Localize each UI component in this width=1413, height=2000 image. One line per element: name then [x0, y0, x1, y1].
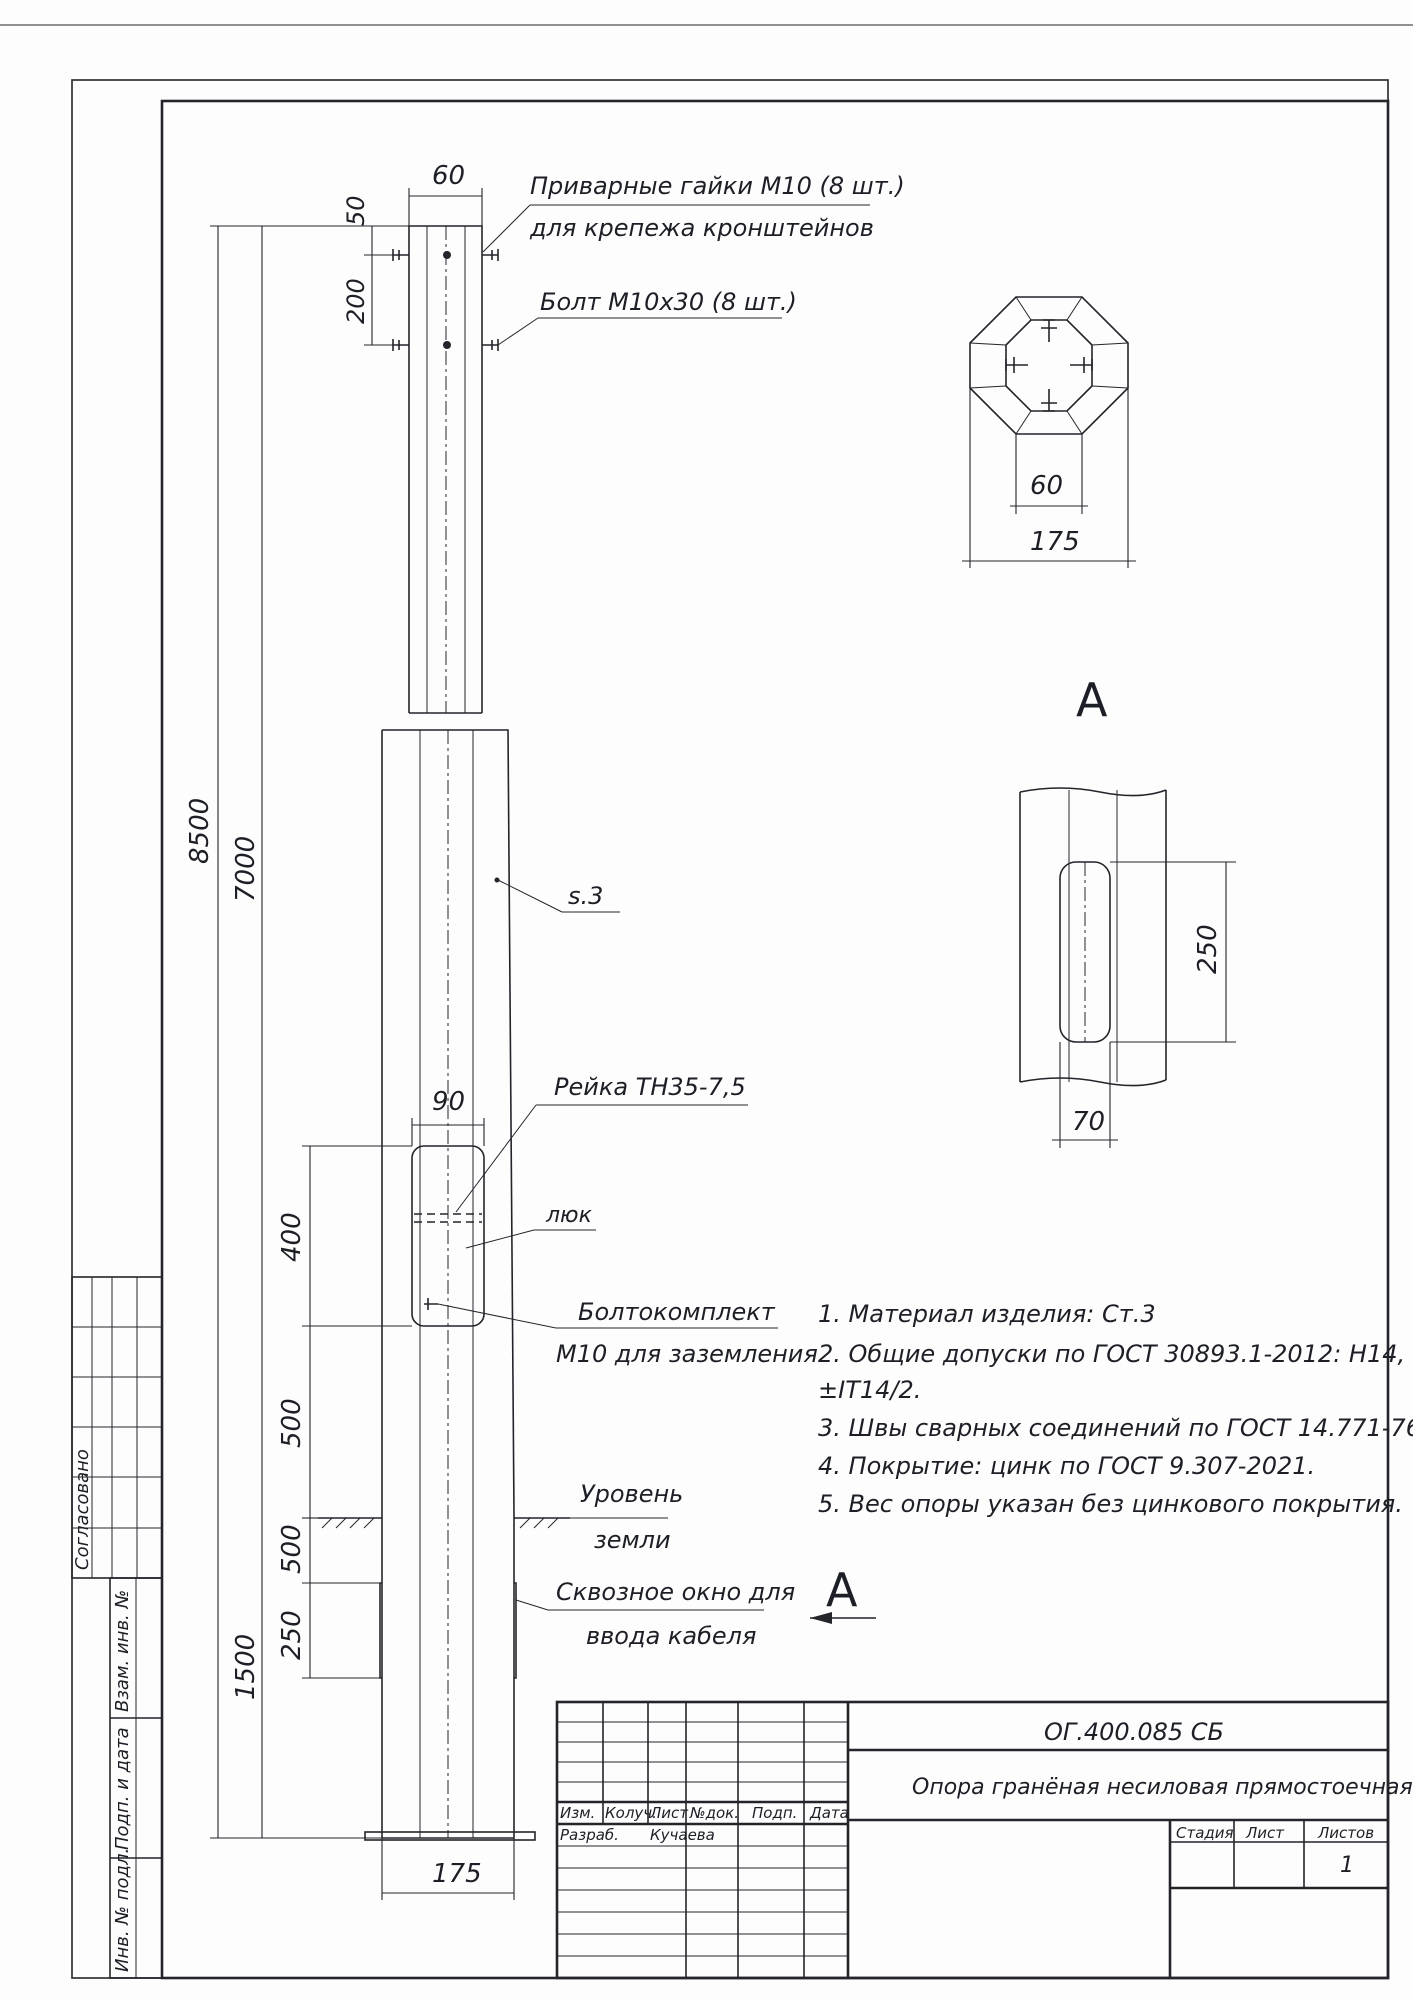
- title-block: ОГ.400.085 СБ Опора гранёная несиловая п…: [555, 1700, 1413, 1980]
- tb-sheets-value: 1: [1340, 1853, 1354, 1878]
- tb-col-podp: Подп.: [752, 1804, 797, 1822]
- dim-section-outer: 175: [1030, 527, 1080, 557]
- callout-ground-kit-line1: Болтокомплект: [578, 1298, 776, 1326]
- tb-role-developer: Разраб.: [560, 1826, 619, 1844]
- tb-col-stage: Стадия: [1176, 1824, 1234, 1842]
- section-octagon: 60 175: [962, 296, 1136, 568]
- dim-top-offset: 50: [342, 195, 370, 226]
- callout-hatch: люк: [545, 1203, 593, 1228]
- section-bolt-bottom: [1041, 389, 1057, 412]
- view-a-arrow: А: [810, 1563, 876, 1624]
- dim-buried: 1500: [231, 1634, 261, 1700]
- stamp-sign-date: Подп. и дата: [112, 1727, 133, 1850]
- view-a: А 250 70: [1019, 673, 1236, 1148]
- nut-hole-lower: [443, 341, 451, 349]
- dimension-values: 60 50 200 8500 7000 1500 400 500 500 250…: [185, 161, 482, 1889]
- dim-total-height: 8500: [185, 798, 215, 864]
- tb-col-sheet: Лист: [1245, 1824, 1285, 1842]
- stamp-inv-orig: Инв. № подл.: [112, 1848, 133, 1972]
- dimension-lines: [210, 188, 515, 1900]
- stamp-agreed: Согласовано: [72, 1449, 93, 1570]
- side-stamp: Согласовано Взам. инв. № Подп. и дата Ин…: [71, 1276, 163, 1979]
- tb-col-izm: Изм.: [560, 1804, 595, 1822]
- section-bolt-left: [1005, 357, 1028, 373]
- ground-level-mark: [318, 1517, 570, 1529]
- section-bolt-top: [1041, 319, 1057, 342]
- bolt-right-lower: [482, 339, 499, 351]
- tb-col-data: Дата: [809, 1804, 849, 1822]
- section-bolt-right: [1070, 357, 1093, 373]
- pole-upper-segment: [392, 225, 499, 714]
- dim-window-height: 250: [277, 1610, 307, 1660]
- bolt-left-lower: [392, 339, 409, 351]
- callout-nuts-line1: Приварные гайки М10 (8 шт.): [530, 172, 905, 200]
- callout-rail: Рейка ТН35-7,5: [554, 1073, 746, 1101]
- dim-base-width: 175: [432, 1859, 482, 1889]
- note-2: 2. Общие допуски по ГОСТ 30893.1-2012: H…: [818, 1340, 1413, 1368]
- dim-top-width: 60: [432, 161, 465, 191]
- pole-lower-segment: [364, 729, 536, 1841]
- note-5: 5. Вес опоры указан без цинкового покрыт…: [818, 1490, 1403, 1518]
- dim-above-ground: 7000: [231, 836, 261, 902]
- base-plate: [364, 1831, 536, 1841]
- callout-bolt: Болт М10х30 (8 шт.): [540, 288, 797, 316]
- note-1: 1. Материал изделия: Ст.3: [818, 1300, 1156, 1328]
- technical-notes: 1. Материал изделия: Ст.3 2. Общие допус…: [818, 1300, 1413, 1518]
- callout-cable-window-line1: Сквозное окно для: [556, 1578, 795, 1606]
- dim-view-slot-height: 250: [1193, 924, 1223, 974]
- callout-ground-level-line2: земли: [594, 1526, 671, 1554]
- dim-hatch-to-ground: 500: [277, 1398, 307, 1448]
- dim-hatch-height: 400: [277, 1212, 307, 1262]
- dim-ground-to-window: 500: [277, 1524, 307, 1574]
- callout-ground-level-line1: Уровень: [580, 1480, 683, 1508]
- view-a-title: А: [1076, 673, 1108, 727]
- bolt-left-upper: [392, 249, 409, 261]
- note-4: 4. Покрытие: цинк по ГОСТ 9.307-2021.: [818, 1452, 1315, 1480]
- tb-name: Опора гранёная несиловая прямостоечная.: [912, 1775, 1413, 1800]
- tb-col-koluch: Колуч.: [605, 1804, 657, 1822]
- callouts: Приварные гайки М10 (8 шт.) для крепежа …: [437, 172, 905, 1650]
- dim-view-slot-width: 70: [1072, 1107, 1105, 1137]
- dim-section-inner: 60: [1030, 471, 1063, 501]
- callout-cable-window-line2: ввода кабеля: [586, 1622, 756, 1650]
- tb-col-list: Лист: [649, 1804, 689, 1822]
- note-2-cont: ±IT14/2.: [818, 1376, 921, 1404]
- tb-designation: ОГ.400.085 СБ: [1044, 1718, 1224, 1746]
- service-hatch: [411, 1145, 485, 1327]
- dim-hatch-width: 90: [432, 1087, 465, 1117]
- nut-hole-upper: [443, 251, 451, 259]
- callout-thickness: s.3: [568, 882, 603, 910]
- tb-col-ndok: №док.: [689, 1804, 739, 1822]
- callout-nuts-line2: для крепежа кронштейнов: [529, 214, 874, 242]
- stamp-inv-replace: Взам. инв. №: [112, 1590, 133, 1712]
- callout-ground-kit-line2: М10 для заземления: [556, 1340, 818, 1368]
- ground-bolt: [424, 1298, 438, 1310]
- bolt-right-upper: [482, 249, 499, 261]
- view-arrow-label: А: [826, 1563, 858, 1617]
- tb-col-sheets: Листов: [1317, 1824, 1374, 1842]
- tb-developer-name: Кучаева: [650, 1826, 715, 1844]
- note-3: 3. Швы сварных соединений по ГОСТ 14.771…: [818, 1414, 1413, 1442]
- dim-bolt-spacing: 200: [342, 278, 370, 324]
- cable-window: [379, 1582, 517, 1679]
